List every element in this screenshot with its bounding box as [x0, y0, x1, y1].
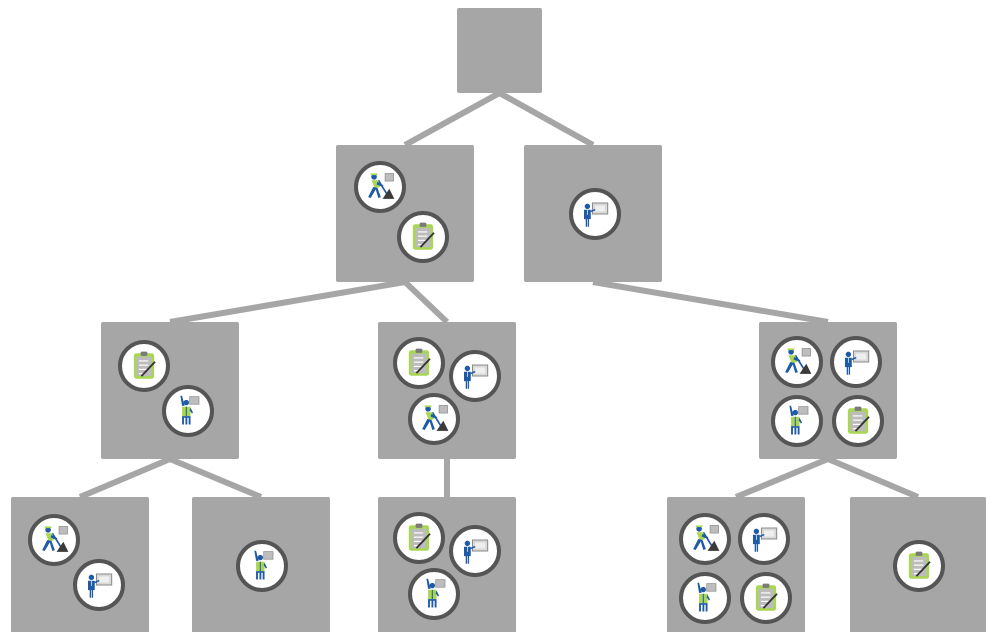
clipboard-checklist-icon	[893, 540, 945, 592]
worker-raising-hand-icon	[162, 385, 214, 437]
worker-raising-hand-icon	[236, 540, 288, 592]
edge-l2-c-to-l3-e	[826, 456, 920, 500]
node-box	[457, 8, 542, 93]
tree-node-l2-a[interactable]	[101, 322, 239, 459]
edge-l2-a-to-l3-b	[168, 456, 263, 500]
worker-with-shovel-icon	[679, 513, 731, 565]
edge-l1-b-to-l2-c	[592, 279, 829, 325]
tree-node-l3-b[interactable]	[192, 497, 330, 632]
edge-l1-a-to-l2-a	[169, 279, 406, 325]
presenter-whiteboard-icon	[738, 513, 790, 565]
edge-root-to-l1-a	[403, 90, 501, 148]
tree-edges	[78, 90, 920, 500]
presenter-whiteboard-icon	[830, 336, 882, 388]
worker-with-shovel-icon	[771, 336, 823, 388]
worker-raising-hand-icon	[408, 568, 460, 620]
clipboard-checklist-icon	[393, 337, 445, 389]
clipboard-checklist-icon	[118, 340, 170, 392]
tree-node-l2-b[interactable]	[378, 322, 516, 459]
tree-node-l1-a[interactable]	[336, 145, 474, 282]
tree-node-l3-d[interactable]	[667, 497, 805, 632]
tree-node-l3-c[interactable]	[378, 497, 516, 632]
edge-l1-a-to-l2-b	[402, 279, 450, 325]
presenter-whiteboard-icon	[73, 559, 125, 611]
clipboard-checklist-icon	[397, 211, 449, 263]
presenter-whiteboard-icon	[449, 350, 501, 402]
edge-l2-c-to-l3-d	[734, 456, 830, 500]
presenter-whiteboard-icon	[449, 525, 501, 577]
tree-node-l2-c[interactable]	[759, 322, 897, 459]
tree-node-root[interactable]	[457, 8, 542, 93]
worker-with-shovel-icon	[28, 514, 80, 566]
node-box	[11, 497, 149, 632]
edge-root-to-l1-b	[498, 90, 595, 148]
worker-raising-hand-icon	[771, 395, 823, 447]
worker-raising-hand-icon	[679, 572, 731, 624]
edge-l2-a-to-l3-a	[78, 456, 172, 500]
worker-with-shovel-icon	[354, 161, 406, 213]
tree-node-l3-e[interactable]	[850, 497, 986, 632]
node-box	[101, 322, 239, 459]
node-box	[336, 145, 474, 282]
worker-with-shovel-icon	[408, 393, 460, 445]
clipboard-checklist-icon	[393, 512, 445, 564]
clipboard-checklist-icon	[832, 395, 884, 447]
clipboard-checklist-icon	[740, 572, 792, 624]
tree-node-l3-a[interactable]	[11, 497, 149, 632]
tree-node-l1-b[interactable]	[524, 145, 662, 282]
tree-nodes	[11, 8, 986, 632]
presenter-whiteboard-icon	[569, 188, 621, 240]
